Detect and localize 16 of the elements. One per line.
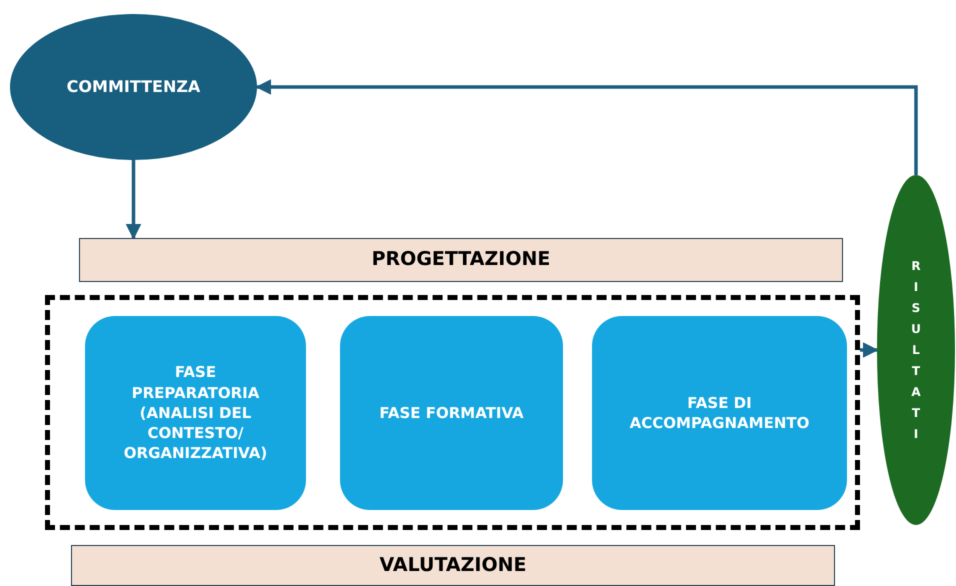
phase-band <box>71 545 835 586</box>
arrow <box>255 79 918 175</box>
arrow <box>126 160 142 240</box>
node-label: VALUTAZIONE <box>378 552 528 578</box>
node-label: PROGETTAZIONE <box>370 247 552 272</box>
node-label: COMMITTENZA <box>66 76 202 98</box>
node-label: FASE DI ACCOMPAGNAMENTO <box>628 392 810 434</box>
phase-box <box>85 316 306 510</box>
phase-box <box>340 316 563 510</box>
node-label: FASE PREPARATORIA (ANALISI DEL CONTESTO/ ORGANIZZATIVA) <box>122 362 268 464</box>
phase-box <box>592 316 847 510</box>
node-label: FASE FORMATIVA <box>378 402 525 424</box>
phase-band <box>79 238 843 282</box>
dashed-frame <box>45 295 860 530</box>
node-label: RISULTATI <box>910 258 922 442</box>
arrow <box>860 342 879 358</box>
